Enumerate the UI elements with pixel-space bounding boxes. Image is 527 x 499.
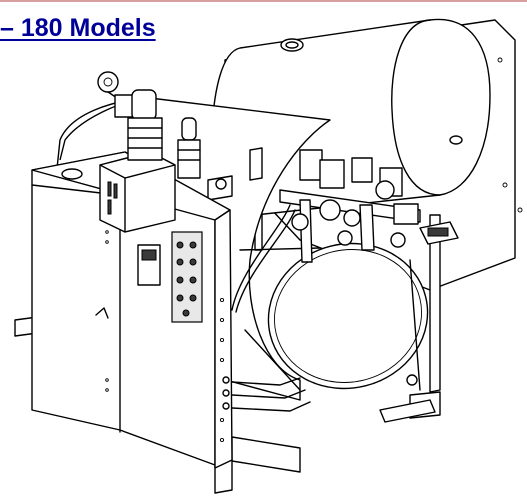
- conduit: [231, 377, 311, 412]
- page-heading: – 180 Models: [0, 14, 156, 42]
- piping-trim: [231, 147, 459, 391]
- panel-port: [61, 168, 83, 180]
- top-rule: [0, 0, 527, 2]
- control-module: [393, 203, 419, 225]
- relief-valve: [177, 117, 201, 179]
- valve-handwheel: [97, 71, 119, 93]
- valve-bellows: [127, 117, 163, 161]
- boiler-end-cap: [267, 242, 429, 390]
- tank-port: [449, 135, 463, 145]
- pressure-control: [319, 159, 345, 189]
- pressure-control: [299, 149, 323, 181]
- door-handle: [95, 307, 109, 319]
- pressure-gauge: [375, 180, 395, 200]
- control-switches: [171, 231, 203, 323]
- steam-valve: [97, 71, 163, 161]
- rear-frame: [254, 214, 441, 393]
- pipe-fitting: [319, 199, 341, 221]
- junction-box: [99, 151, 176, 233]
